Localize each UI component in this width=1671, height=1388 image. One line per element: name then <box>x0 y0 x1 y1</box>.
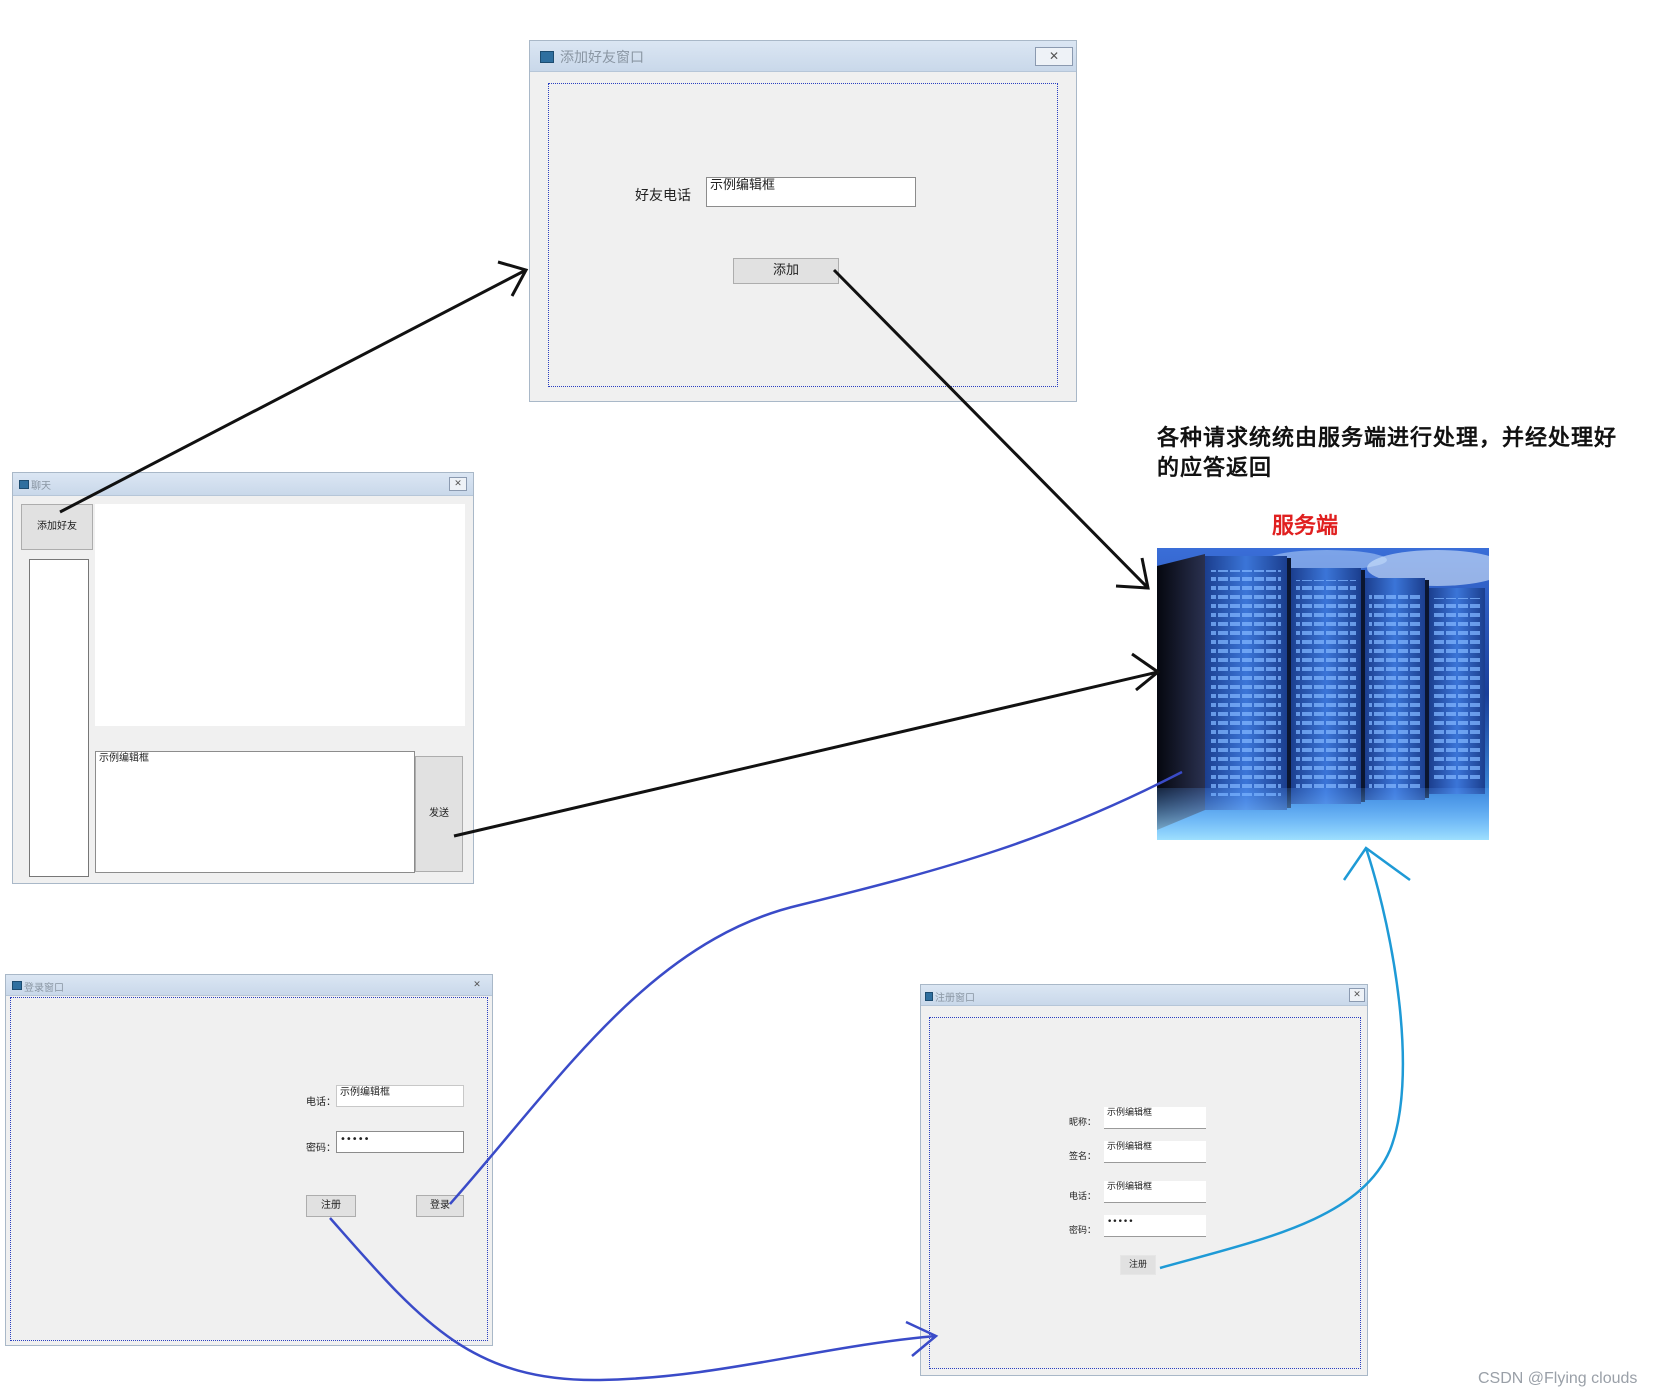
nickname-input[interactable]: 示例编辑框 <box>1104 1107 1206 1129</box>
register-window: 注册窗口 ✕ 昵称： 示例编辑框 签名： 示例编辑框 电话： 示例编辑框 密码：… <box>920 984 1368 1376</box>
add-friend-button[interactable]: 添加好友 <box>21 504 93 550</box>
arrow-send-to-server <box>453 652 1161 838</box>
add-friend-window: 添加好友窗口 ✕ 好友电话 示例编辑框 添加 <box>529 40 1077 402</box>
send-button[interactable]: 发送 <box>415 756 463 872</box>
friend-list[interactable] <box>29 559 89 877</box>
register-window-title: 注册窗口 <box>935 993 975 1004</box>
signature-input[interactable]: 示例编辑框 <box>1104 1141 1206 1163</box>
password-input[interactable]: ••••• <box>1104 1215 1206 1237</box>
friend-phone-input[interactable]: 示例编辑框 <box>706 177 916 207</box>
close-icon[interactable]: ✕ <box>449 477 467 491</box>
watermark: CSDN @Flying clouds <box>1478 1370 1638 1387</box>
window-icon <box>12 981 22 990</box>
phone-label: 电话： <box>1069 1192 1097 1202</box>
nickname-label: 昵称： <box>1069 1118 1097 1128</box>
signature-label: 签名： <box>1069 1152 1097 1162</box>
add-button[interactable]: 添加 <box>733 258 839 284</box>
login-client-area <box>10 997 488 1341</box>
password-label: 密码： <box>1069 1226 1097 1236</box>
window-icon <box>19 480 29 489</box>
server-label: 服务端 <box>1272 513 1339 539</box>
chat-window: 聊天 ✕ 添加好友 示例编辑框 发送 <box>12 472 474 884</box>
message-input[interactable]: 示例编辑框 <box>95 751 415 873</box>
arrow-chat-to-add-friend <box>59 260 529 514</box>
login-window-title: 登录窗口 <box>24 983 64 994</box>
close-icon[interactable]: ✕ <box>1349 988 1365 1002</box>
register-titlebar[interactable]: 注册窗口 ✕ <box>921 985 1367 1006</box>
login-password-input[interactable]: ••••• <box>336 1131 464 1153</box>
login-password-label: 密码： <box>306 1143 336 1154</box>
window-icon <box>925 992 933 1001</box>
add-friend-titlebar[interactable]: 添加好友窗口 ✕ <box>530 41 1076 72</box>
register-submit-button[interactable]: 注册 <box>1120 1255 1156 1275</box>
arrow-add-to-server <box>832 268 1150 590</box>
annotation-line-2: 的应答返回 <box>1157 455 1273 481</box>
server-rack-image <box>1157 548 1489 840</box>
friend-phone-label: 好友电话 <box>635 188 691 204</box>
annotation-line-1: 各种请求统统由服务端进行处理，并经处理好 <box>1157 425 1618 451</box>
chat-history-area <box>95 504 465 726</box>
phone-input[interactable]: 示例编辑框 <box>1104 1181 1206 1203</box>
login-phone-label: 电话： <box>306 1097 336 1108</box>
arrow-register-submit-to-server <box>1159 846 1411 1270</box>
close-icon[interactable]: ✕ <box>473 980 481 990</box>
close-icon[interactable]: ✕ <box>1035 47 1073 66</box>
login-window: 登录窗口 ✕ 电话： 示例编辑框 密码： ••••• 注册 登录 <box>5 974 493 1346</box>
chat-titlebar[interactable]: 聊天 ✕ <box>13 473 473 496</box>
add-friend-client-area <box>548 83 1058 387</box>
register-button[interactable]: 注册 <box>306 1195 356 1217</box>
add-friend-window-title: 添加好友窗口 <box>560 50 644 66</box>
login-titlebar[interactable]: 登录窗口 ✕ <box>6 975 492 996</box>
register-client-area <box>929 1017 1361 1369</box>
login-phone-input[interactable]: 示例编辑框 <box>336 1085 464 1107</box>
chat-window-title: 聊天 <box>31 481 51 492</box>
arrow-register-to-register-window <box>329 1217 939 1382</box>
window-icon <box>540 51 554 63</box>
arrow-login-to-server <box>449 770 1183 1205</box>
